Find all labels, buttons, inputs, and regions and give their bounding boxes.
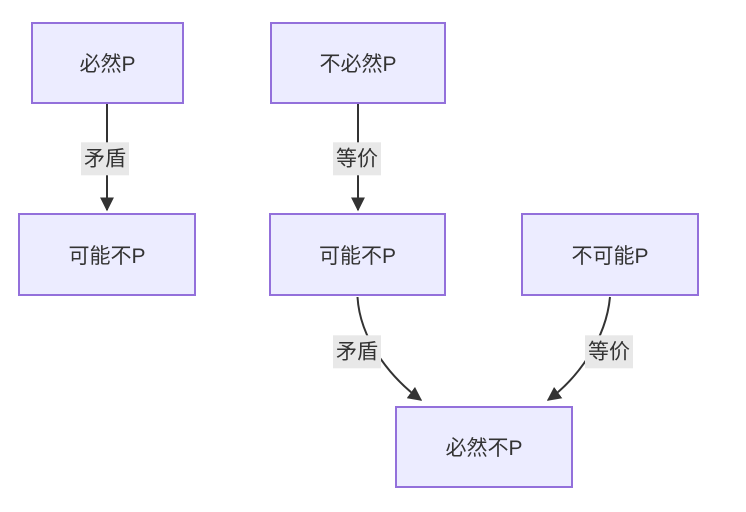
node-necessarily-p: 必然P xyxy=(31,22,184,104)
node-necessarily-not-p: 必然不P xyxy=(395,406,573,488)
node-possibly-not-p-left: 可能不P xyxy=(18,213,196,296)
edge-label-equivalence-1: 等价 xyxy=(333,142,381,176)
edge-label-contradiction-2: 矛盾 xyxy=(333,335,381,369)
edge-label-equivalence-2: 等价 xyxy=(585,335,633,369)
node-not-possibly-p: 不可能P xyxy=(521,213,699,296)
node-possibly-not-p-middle: 可能不P xyxy=(269,213,446,296)
edge-label-contradiction-1: 矛盾 xyxy=(81,142,129,176)
node-not-necessarily-p: 不必然P xyxy=(270,22,446,104)
